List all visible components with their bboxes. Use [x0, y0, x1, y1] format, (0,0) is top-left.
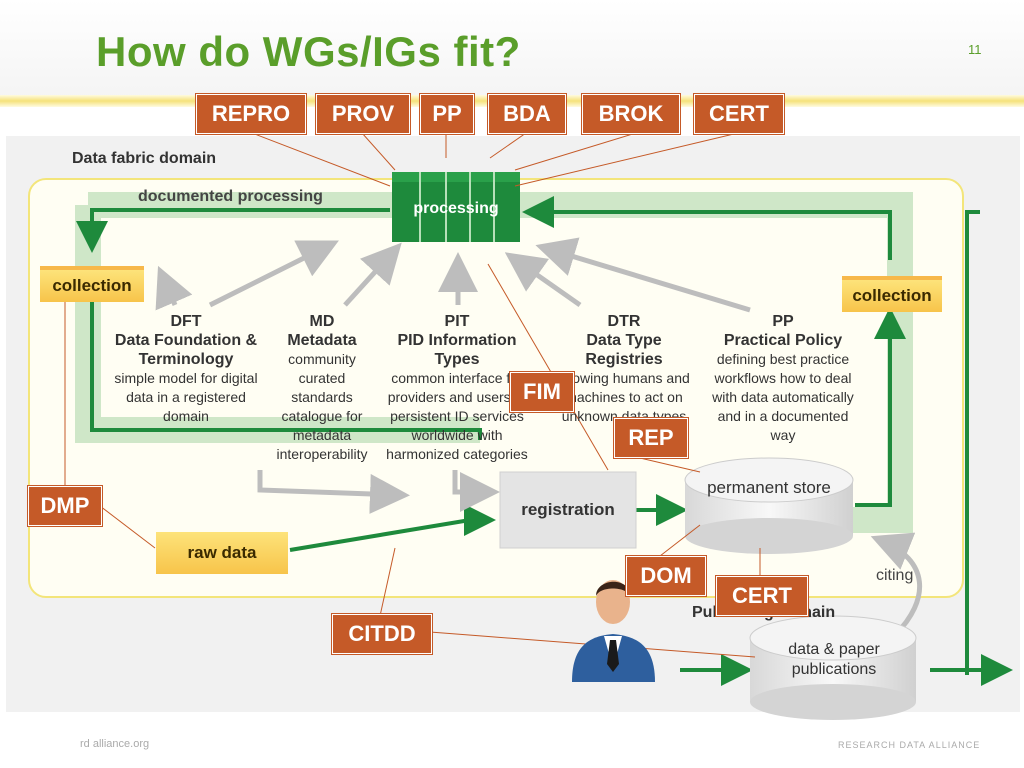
- group-desc: simple model for digital data in a regis…: [114, 370, 258, 424]
- grey-arrows: [155, 237, 922, 637]
- permanent-store-label: permanent store: [707, 478, 831, 497]
- group-name: Metadata: [287, 332, 357, 349]
- registration-label: registration: [521, 500, 615, 519]
- group-name: PID Information Types: [397, 332, 517, 368]
- processing-block: [392, 172, 520, 242]
- group-dft: DFT Data Foundation & Terminology simple…: [108, 312, 264, 426]
- header-band: [0, 0, 1024, 100]
- registration-box: [499, 471, 637, 549]
- tag-pp: PP: [420, 94, 474, 134]
- group-pit: PIT PID Information Types common interfa…: [380, 312, 534, 464]
- publications-label: data & paper publications: [788, 641, 880, 678]
- tag-cert-bottom: CERT: [716, 576, 808, 616]
- documented-processing-label: documented processing: [138, 188, 323, 205]
- group-abbr: PP: [772, 313, 794, 330]
- flow-line-right: [965, 210, 980, 675]
- tag-dmp: DMP: [28, 486, 102, 526]
- tag-bda: BDA: [488, 94, 566, 134]
- group-desc: allowing humans and machines to act on u…: [558, 370, 690, 424]
- group-md: MD Metadata community curated standards …: [268, 312, 376, 464]
- data-fabric-domain-label: Data fabric domain: [72, 150, 217, 167]
- group-name: Data Type Registries: [585, 332, 663, 368]
- footer-url: rd alliance.org: [80, 738, 150, 750]
- group-abbr: PIT: [444, 313, 470, 330]
- group-name: Data Foundation & Terminology: [114, 332, 258, 368]
- collection-left: collection: [40, 266, 144, 302]
- tag-citdd: CITDD: [332, 614, 432, 654]
- footer-logo-text: RESEARCH DATA ALLIANCE: [838, 740, 981, 750]
- user-person-icon: [572, 580, 655, 682]
- group-desc: community curated standards catalogue fo…: [276, 351, 368, 462]
- raw-data-box: raw data: [156, 532, 288, 574]
- group-name: Practical Policy: [723, 332, 843, 349]
- citing-label: citing: [876, 567, 914, 584]
- group-abbr: MD: [309, 313, 335, 330]
- slide-title: How do WGs/IGs fit?: [96, 28, 521, 75]
- permanent-store-cylinder: [684, 457, 854, 554]
- flow-arrow-rawdata-registration: [289, 504, 496, 552]
- group-abbr: DFT: [170, 313, 202, 330]
- tag-cert: CERT: [694, 94, 784, 134]
- tag-prov: PROV: [316, 94, 410, 134]
- flow-arrow-collection-processing: [522, 196, 892, 260]
- tag-rep: REP: [614, 418, 688, 458]
- flow-arrow-store-collection: [855, 307, 906, 507]
- group-desc: common interface for providers and users…: [386, 370, 528, 462]
- group-pp: PP Practical Policy defining best practi…: [704, 312, 862, 445]
- tag-brok: BROK: [582, 94, 680, 134]
- processing-label: processing: [413, 200, 499, 217]
- flow-line-collection-down: [90, 300, 482, 440]
- publications-cylinder: [749, 615, 917, 720]
- slide-number: 11: [968, 42, 982, 57]
- group-dtr: DTR Data Type Registries allowing humans…: [546, 312, 702, 426]
- group-desc: defining best practice workflows how to …: [712, 351, 854, 443]
- collection-right: collection: [842, 276, 942, 312]
- group-abbr: DTR: [607, 313, 641, 330]
- tag-fim: FIM: [510, 372, 574, 412]
- tag-repro: REPRO: [196, 94, 306, 134]
- tag-dom: DOM: [626, 556, 706, 596]
- flow-arrow-to-collection: [76, 208, 390, 253]
